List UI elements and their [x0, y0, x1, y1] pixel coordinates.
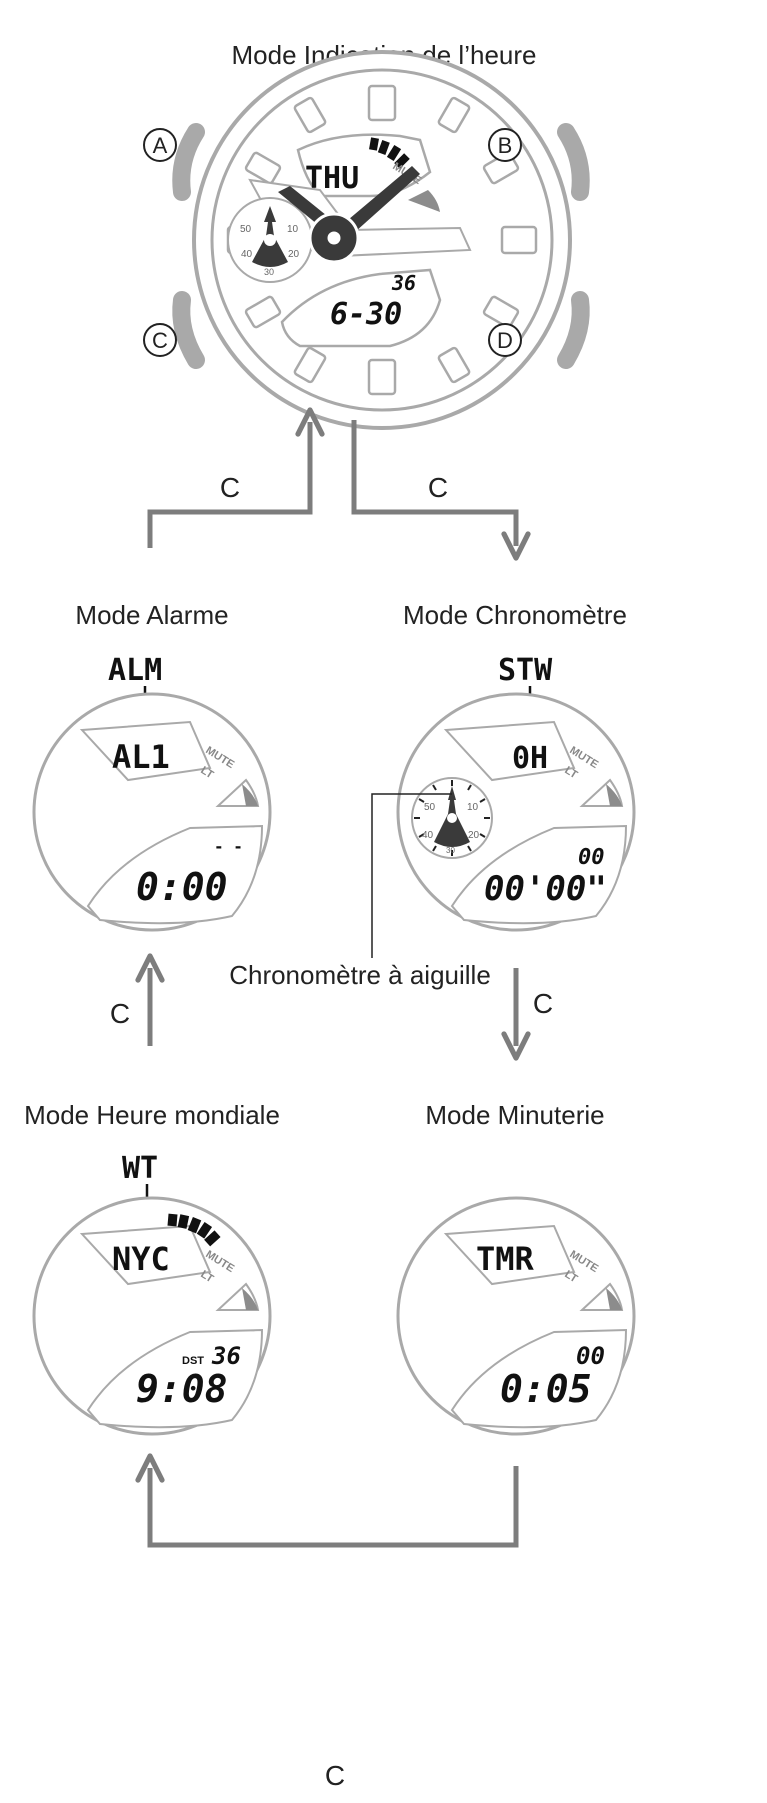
upper-lcd-window [443, 720, 576, 782]
stopwatch-hours: 0H [512, 741, 548, 776]
minute-hand [336, 166, 420, 240]
timer-indicator: TMR [476, 1240, 535, 1278]
arrow-timekeeping-to-stopwatch [351, 420, 531, 561]
timer-watch: TMR MUTE LT 0:05 00 [396, 1196, 636, 1436]
button-d-label-ring [488, 323, 522, 357]
transition-label-c: C [532, 988, 554, 1019]
world-time-seconds: 36 [211, 1342, 241, 1370]
button-a-label-ring [143, 128, 177, 162]
hand-label-leader [371, 793, 452, 958]
mode-indicator-fill [606, 1288, 622, 1310]
upper-lcd-window [79, 1224, 212, 1286]
world-time-indicator: WT [122, 1151, 158, 1186]
stopwatch-watch: STW 0H MUTE LT [371, 653, 636, 958]
timer-mode-title: Mode Minuterie [425, 1100, 605, 1130]
subdial-pin [264, 234, 276, 246]
upper-lcd-window [443, 1224, 576, 1286]
button-c-label: C [152, 328, 168, 353]
subdial-mark-10: 10 [287, 224, 299, 235]
button-b-label-ring [488, 128, 522, 162]
world-time-display: 9:08 [136, 1367, 228, 1411]
transition-label-c: C [427, 472, 449, 503]
timer-seconds: 00 [576, 1342, 605, 1370]
stopwatch-elapsed: 00'00" [484, 869, 607, 909]
button-b-label: B [498, 133, 513, 158]
transition-label-c: C [324, 1760, 346, 1791]
subdial-mark-40: 40 [241, 249, 253, 260]
arrow-alarm-to-timekeeping [147, 407, 325, 548]
button-c-label-ring [143, 323, 177, 357]
world-time-bars [167, 1213, 221, 1247]
subdial-mark-20: 20 [468, 830, 480, 841]
mode-indicator-fill [606, 784, 622, 806]
lt-label: LT [562, 1268, 579, 1285]
lt-label: LT [198, 764, 215, 781]
lower-lcd-window [86, 1328, 264, 1429]
city-code: NYC [112, 1240, 170, 1278]
timekeeping-watch: THU MUTE 50 10 40 20 30 [143, 50, 590, 430]
lower-lcd-window [450, 1328, 628, 1429]
alarm-seconds: - - [214, 837, 243, 856]
subdial-mark-50: 50 [424, 802, 436, 813]
timer-time: 0:05 [500, 1367, 592, 1411]
stopwatch-indicator: STW [498, 653, 553, 688]
hand-pin [324, 228, 344, 248]
arrow-timer-to-worldtime [135, 1453, 519, 1548]
button-a-label: A [153, 133, 168, 158]
day-indicator-bars [369, 137, 410, 169]
seconds-display: 36 [391, 271, 416, 295]
transition-label-c: C [219, 472, 241, 503]
date-display: 6-30 [330, 297, 402, 332]
alarm-time: 0:00 [136, 865, 228, 909]
button-a [172, 123, 205, 201]
subdial-mark-20: 20 [288, 249, 300, 260]
mode-indicator-wedge [408, 190, 440, 212]
stopwatch-hand-label: Chronomètre à aiguille [229, 960, 491, 990]
subdial-mark-50: 50 [240, 224, 252, 235]
transition-arrows [135, 407, 531, 1548]
transition-label-c: C [109, 998, 131, 1029]
subdial-pin [447, 813, 457, 823]
world-time-watch: WT NYC MUTE LT 9:08 36 DST [32, 1151, 272, 1436]
button-d-label: D [497, 328, 513, 353]
subdial-mark-30: 30 [446, 846, 455, 855]
alarm-number: AL1 [112, 738, 170, 776]
button-c [172, 291, 205, 369]
button-b [557, 123, 590, 201]
stopwatch-hundredths: 00 [578, 845, 605, 870]
subdial-mark-10: 10 [467, 802, 479, 813]
alarm-mode-title: Mode Alarme [75, 600, 229, 630]
lt-label: LT [198, 1268, 215, 1285]
subdial-ticks [414, 780, 490, 856]
lower-lcd-window [280, 268, 442, 348]
stopwatch-mode-title: Mode Chronomètre [403, 600, 627, 630]
lt-label: LT [562, 764, 579, 781]
upper-lcd-window [79, 720, 212, 782]
world-time-mode-title: Mode Heure mondiale [24, 1100, 280, 1130]
dst-indicator: DST [182, 1355, 204, 1367]
lower-lcd-window [86, 824, 264, 925]
mode-indicator-fill [242, 784, 258, 806]
mode-indicator-fill [242, 1288, 258, 1310]
lower-lcd-window [450, 824, 628, 925]
alarm-indicator: ALM [108, 653, 162, 688]
alarm-watch: ALM AL1 MUTE LT 0:00 - - [32, 653, 272, 932]
subdial-mark-40: 40 [422, 830, 434, 841]
subdial-mark-30: 30 [264, 267, 274, 277]
button-d [557, 291, 590, 369]
